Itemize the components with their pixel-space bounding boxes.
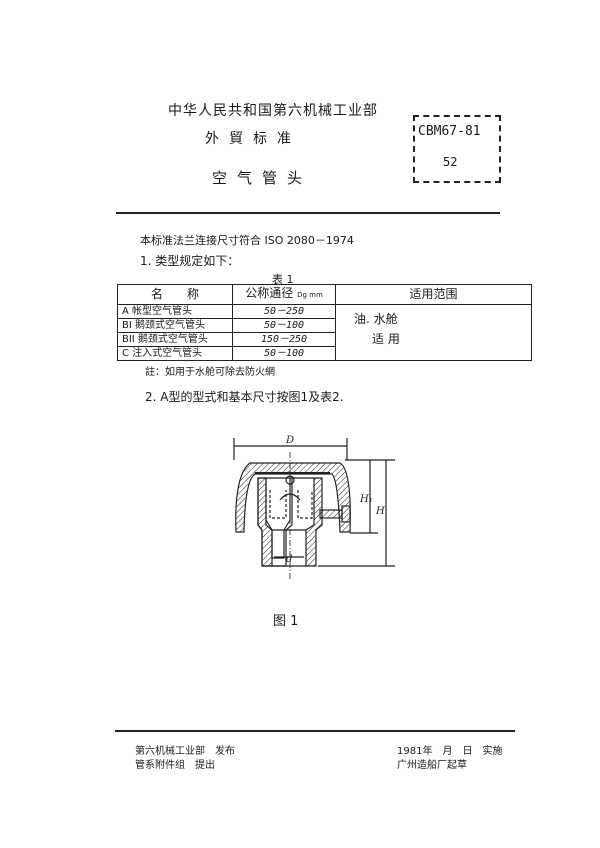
table-header-row: 名 称 公称通径 Dg mm 适用范围 <box>117 284 532 305</box>
header-dn: 公称通径 Dg mm <box>232 284 336 305</box>
figure-1-drawing: D d H₁ H <box>233 435 395 580</box>
footer-publisher: 第六机械工业部 发布 <box>135 746 235 757</box>
category: 外貿标准 <box>205 131 301 147</box>
scope-line-2: 适 用 <box>372 332 400 346</box>
header-rule <box>116 212 500 214</box>
footer-rule <box>115 730 515 732</box>
header-dn-label: 公称通径 <box>245 286 294 300</box>
page-number: 52 <box>443 155 458 169</box>
issuer: 中华人民共和国第六机械工业部 <box>168 103 378 119</box>
header-scope: 适用范围 <box>335 284 532 305</box>
header-dn-unit: Dg mm <box>297 291 323 299</box>
scope-line-1: 油. 水舱 <box>354 312 398 326</box>
row-dn: 50－100 <box>232 346 336 361</box>
figure-caption: 图 1 <box>273 614 299 629</box>
row-name: A 帐型空气管头 <box>117 304 233 319</box>
table-row: BI 鹅颈式空气管头 50－100 <box>117 318 532 333</box>
header-name: 名 称 <box>117 284 233 305</box>
standard-code: CBM67-81 <box>418 124 481 139</box>
dim-label-H1: H₁ <box>359 494 373 505</box>
dim-label-D: D <box>285 435 294 446</box>
table-row: C 注入式空气管头 50－100 <box>117 346 532 361</box>
dim-label-d: d <box>286 554 292 565</box>
section-2-heading: 2. A型的型式和基本尺寸按图1及表2. <box>145 390 344 404</box>
table-row: A 帐型空气管头 50－250 油. 水舱适 用 <box>117 304 532 361</box>
row-dn: 150－250 <box>232 332 336 347</box>
type-table: 名 称 公称通径 Dg mm 适用范围 A 帐型空气管头 50－250 油. 水… <box>117 284 532 361</box>
document-title: 空气管头 <box>212 169 313 187</box>
standard-code-box <box>413 115 501 183</box>
table-caption: 表 1 <box>272 273 294 286</box>
row-name: C 注入式空气管头 <box>117 346 233 361</box>
footer-effective-date: 1981年 月 日 实施 <box>397 746 503 757</box>
row-dn: 50－100 <box>232 318 336 333</box>
note: 註：如用于水舱可除去防火網 <box>145 367 275 378</box>
row-name: BI 鹅颈式空气管头 <box>117 318 233 333</box>
row-dn: 50－250 <box>232 304 336 319</box>
scope-cell: 油. 水舱适 用 <box>335 304 532 361</box>
dim-label-H: H <box>375 506 385 517</box>
intro-text: 本标准法兰连接尺寸符合 ISO 2080－1974 <box>140 234 354 247</box>
section-1-heading: 1. 类型规定如下： <box>140 254 240 268</box>
row-name: BII 鹅颈式空气管头 <box>117 332 233 347</box>
footer-drafter: 广州造船厂起草 <box>397 760 467 771</box>
footer-proposer: 管系附件组 提出 <box>135 760 215 771</box>
